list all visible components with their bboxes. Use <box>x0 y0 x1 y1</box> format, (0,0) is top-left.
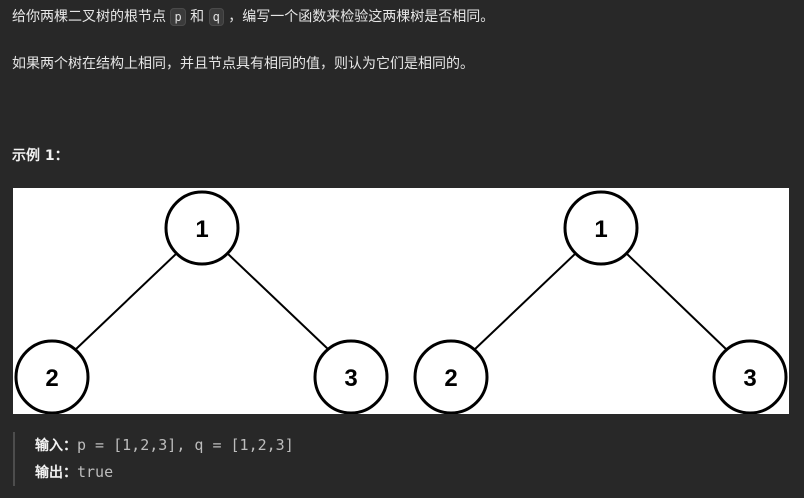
problem-description-line2: 如果两个树在结构上相同，并且节点具有相同的值，则认为它们是相同的。 <box>12 56 474 72</box>
tree-right-node-root: 1 <box>563 190 639 266</box>
binary-trees-diagram: 1 2 3 1 2 3 <box>14 190 788 414</box>
tree-left-node-left: 2 <box>14 339 90 414</box>
tree-right-edge-root-left <box>473 252 577 351</box>
example-io-block: 输入：p = [1,2,3], q = [1,2,3] 输出：true <box>13 432 773 486</box>
tree-left-edge-root-left <box>74 252 178 351</box>
tree-right-right-label: 3 <box>743 365 756 392</box>
tree-right-left-label: 2 <box>444 365 457 392</box>
tree-right-root-label: 1 <box>594 216 607 243</box>
code-p: p <box>170 8 186 26</box>
output-value: true <box>77 463 114 481</box>
tree-left-right-label: 3 <box>344 365 357 392</box>
example-output-line: 输出：true <box>35 459 773 486</box>
tree-left-node-root: 1 <box>164 190 240 266</box>
output-label: 输出： <box>35 465 77 481</box>
desc-text-and: 和 <box>190 9 205 25</box>
desc-text-a: 给你两棵二叉树的根节点 <box>12 9 166 25</box>
tree-right-edge-root-right <box>625 252 728 351</box>
tree-left-root-label: 1 <box>195 216 208 243</box>
example-title: 示例 1： <box>12 148 69 164</box>
problem-description-line1: 给你两棵二叉树的根节点 p 和 q ，编写一个函数来检验这两棵树是否相同。 <box>12 7 494 27</box>
tree-right-node-left: 2 <box>413 339 489 414</box>
input-value: p = [1,2,3], q = [1,2,3] <box>77 436 294 454</box>
code-q: q <box>208 8 224 26</box>
tree-left-node-right: 3 <box>313 339 389 414</box>
input-label: 输入： <box>35 438 77 454</box>
example-input-line: 输入：p = [1,2,3], q = [1,2,3] <box>35 432 773 459</box>
example-figure: 1 2 3 1 2 3 <box>13 188 789 414</box>
tree-left-edge-root-right <box>226 252 330 351</box>
desc-text-b: ，编写一个函数来检验这两棵树是否相同。 <box>228 9 495 25</box>
tree-left-left-label: 2 <box>45 365 58 392</box>
tree-right-node-right: 3 <box>712 339 788 414</box>
